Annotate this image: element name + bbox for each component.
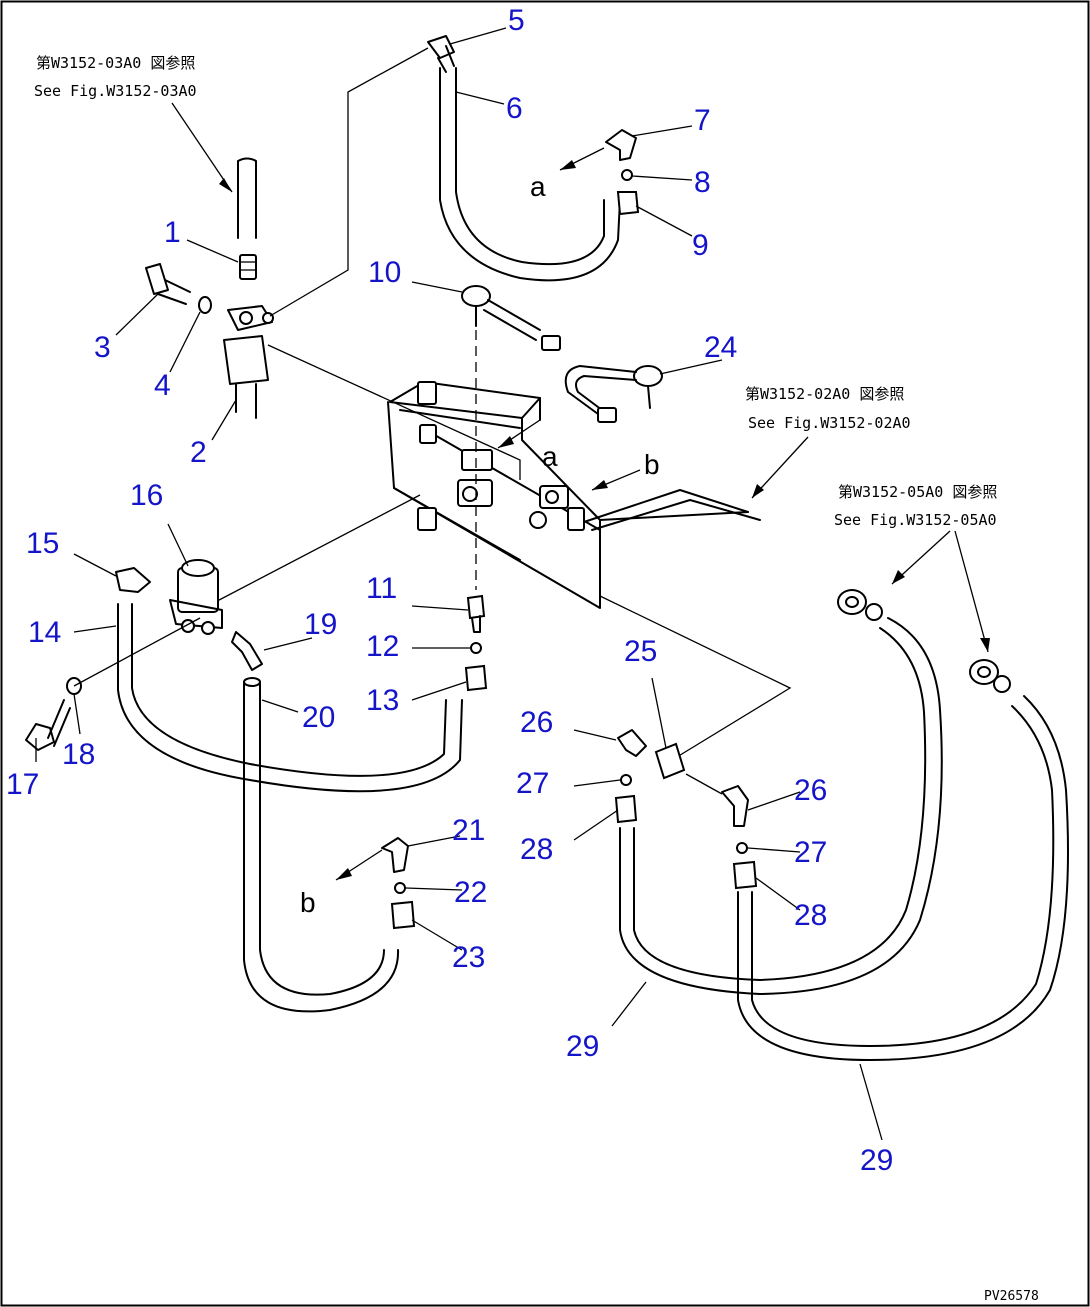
right-hose-assembly: [614, 589, 1069, 1061]
part-number-labels: 1 2 3 4 5 6 7 8 9 10 11 12 13 14 15 16 1…: [6, 4, 893, 1177]
leader-lines: [35, 27, 883, 1141]
part-label-1: 1: [164, 216, 181, 249]
mounting-frame: [199, 344, 792, 761]
reference-note-en: See Fig.W3152-02A0: [748, 414, 911, 432]
part-label-4: 4: [154, 369, 171, 402]
part-label-12: 12: [366, 630, 399, 663]
part-label-9: 9: [692, 229, 709, 262]
drawing-code: PV26578: [984, 1289, 1039, 1304]
part-label-2: 2: [190, 436, 207, 469]
part-label-22: 22: [454, 876, 487, 909]
part-label-27: 27: [516, 767, 549, 800]
part-label-10: 10: [368, 256, 401, 289]
part-label-15: 15: [26, 527, 59, 560]
reference-note-w3152-02a0: 第W3152-02A0 図参照 See Fig.W3152-02A0: [745, 385, 911, 432]
part-label-24: 24: [704, 331, 737, 364]
left-valve-assembly: [25, 559, 463, 793]
part-label-3: 3: [94, 331, 111, 364]
connection-letter-b: b: [644, 449, 660, 480]
part-label-6: 6: [506, 92, 523, 125]
part-label-20: 20: [302, 701, 335, 734]
upper-hose-assembly: [269, 35, 640, 317]
part-label-29: 29: [566, 1030, 599, 1063]
upper-left-assembly: [145, 157, 274, 419]
connection-letter-a: a: [542, 441, 558, 472]
part-label-27: 27: [794, 836, 827, 869]
part-label-14: 14: [28, 616, 61, 649]
sensor-fitting-stack: [464, 594, 488, 692]
part-label-25: 25: [624, 635, 657, 668]
part-label-23: 23: [452, 941, 485, 974]
middle-hose-assembly: [231, 631, 416, 1013]
part-label-26: 26: [794, 774, 827, 807]
part-label-5: 5: [508, 4, 525, 37]
part-label-16: 16: [130, 479, 163, 512]
part-label-19: 19: [304, 608, 337, 641]
part-label-29: 29: [860, 1144, 893, 1177]
connection-letters: a a b b: [300, 171, 660, 918]
part-label-21: 21: [452, 814, 485, 847]
part-label-11: 11: [366, 572, 397, 605]
reference-note-w3152-05a0: 第W3152-05A0 図参照 See Fig.W3152-05A0: [834, 483, 997, 529]
part-label-13: 13: [366, 684, 399, 717]
reference-note-jp: 第W3152-05A0 図参照: [838, 483, 997, 501]
reference-note-jp: 第W3152-02A0 図参照: [745, 385, 904, 403]
part-label-17: 17: [6, 768, 39, 801]
part-label-8: 8: [694, 166, 711, 199]
reference-arrows: [171, 102, 990, 653]
connection-letter-b: b: [300, 887, 316, 918]
sensor-assembly: [461, 285, 663, 590]
reference-note-jp: 第W3152-03A0 図参照: [36, 54, 195, 72]
reference-note-en: See Fig.W3152-05A0: [834, 511, 997, 529]
part-label-7: 7: [694, 104, 711, 137]
part-label-18: 18: [62, 738, 95, 771]
part-label-28: 28: [794, 899, 827, 932]
reference-note-en: See Fig.W3152-03A0: [34, 82, 197, 100]
reference-note-w3152-03a0: 第W3152-03A0 図参照 See Fig.W3152-03A0: [34, 54, 197, 100]
part-label-26: 26: [520, 706, 553, 739]
part-label-28: 28: [520, 833, 553, 866]
connection-letter-a: a: [530, 171, 546, 202]
